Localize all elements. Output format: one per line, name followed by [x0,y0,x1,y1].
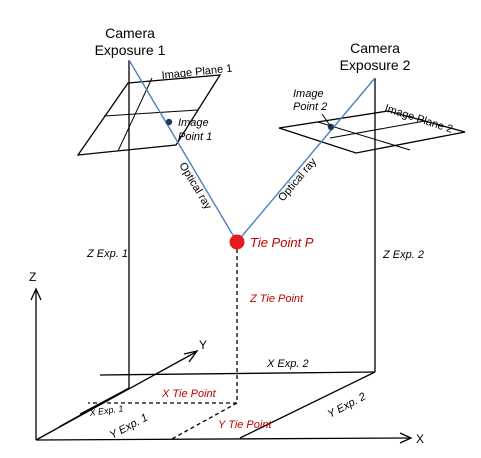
optical-ray-1 [128,59,238,243]
optical-ray-2 [236,77,376,243]
image-point-1-dot [165,118,173,126]
x-exp-1-line [79,387,130,415]
z-exp-2-label: Z Exp. 2 [382,249,424,261]
y-axis-arrow-icon [183,349,199,363]
y-exp-1-label: Y Exp. 1 [108,412,150,442]
y-axis-label: Y [199,338,207,352]
image-point-2-label-line2: Point 2 [293,101,327,113]
x-axis [35,437,411,441]
camera2-label-line1: Camera [350,40,400,56]
image-plane-2 [278,110,466,154]
optical-ray-2-label: Optical ray [276,156,319,204]
camera1-label-line2: Exposure 1 [95,42,166,58]
y-exp-2-label: Y Exp. 2 [326,391,368,421]
z-axis-label: Z [29,270,36,284]
image-plane-1-label: Image Plane 1 [161,63,233,82]
tie-point-label: Tie Point P [250,235,314,250]
image-plane-2-label: Image Plane 2 [383,102,454,135]
x-tie-point-label: X Tie Point [161,388,217,400]
image-point-1-label-line2: Point 1 [178,131,212,143]
x-exp-1-label: X Exp. 1 [88,403,124,418]
y-tie-point-label: Y Tie Point [218,419,272,431]
image-point-2-label-line1: Image [293,88,324,100]
z-exp-1-label: Z Exp. 1 [86,248,128,260]
optical-ray-1-label: Optical ray [176,160,214,212]
y-tie-point-dashed [169,402,238,441]
z-axis-arrow-icon [30,287,42,301]
image-plane-1 [76,74,222,156]
z-tie-point-label: Z Tie Point [249,293,304,305]
camera2-label-line2: Exposure 2 [340,57,411,73]
ground-projection [58,242,376,441]
x-axis-label: X [416,432,424,446]
camera2-foot-to-x-axis [239,371,376,439]
x-exp-2-label: X Exp. 2 [266,358,309,370]
image-point-2-leader [321,113,332,128]
x-exp-2-line [99,371,376,376]
camera1-label-line1: Camera [105,25,155,41]
x-axis-arrow-icon [399,432,413,444]
tie-point-dot [229,234,245,250]
image-point-1-label-line1: Image [178,117,209,129]
